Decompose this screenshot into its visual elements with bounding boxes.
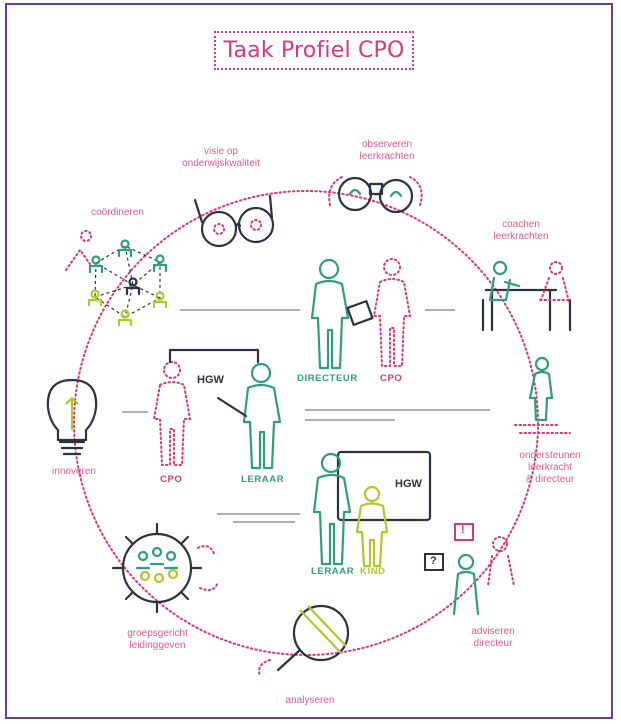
- label-cpo-top: CPO: [380, 373, 403, 384]
- label-innoveren: innoveren: [52, 466, 96, 477]
- directeur-figure: [310, 258, 350, 370]
- lightbulb-icon: [46, 378, 98, 456]
- coaching-icon: [481, 260, 572, 332]
- label-leraar-mid: LERAAR: [241, 474, 285, 485]
- label-hgw-mid: HGW: [197, 374, 224, 386]
- label-adviseren: adviseren directeur: [471, 626, 515, 649]
- label-coachen: coachen leerkrachten: [493, 219, 549, 242]
- leraar-figure-mid: [168, 348, 282, 470]
- cpo-figure-top: [346, 258, 412, 367]
- role-cycle-circle: [73, 190, 539, 656]
- label-hgw-bottom: HGW: [395, 478, 422, 490]
- cpo-figure-left: [152, 361, 192, 466]
- leraar-figure-bottom: [312, 450, 432, 566]
- kind-figure: [355, 485, 389, 568]
- label-coordineren: coördineren: [91, 207, 144, 218]
- label-cpo-left: CPO: [160, 474, 183, 485]
- diagram-title: Taak Profiel CPO: [223, 38, 405, 63]
- label-groepsgericht: groepsgericht leidinggeven: [127, 628, 188, 651]
- label-observeren: observeren leerkrachten: [359, 139, 415, 162]
- connector-line-bottom: [217, 513, 300, 523]
- exclamation-bubble-label: !: [461, 524, 465, 536]
- connector-line-mid: [122, 409, 490, 421]
- support-icon: [514, 356, 571, 434]
- magnifier-icon: [258, 604, 350, 677]
- network-icon: [65, 230, 168, 326]
- title-box: Taak Profiel CPO: [214, 31, 414, 70]
- group-leadership-icon: [111, 522, 219, 614]
- label-ondersteunen: ondersteunen leerkracht & directeur: [519, 450, 581, 485]
- label-analyseren: analyseren: [285, 695, 335, 706]
- binoculars-icon: [328, 176, 423, 214]
- question-bubble-label: ?: [430, 555, 437, 567]
- advise-icon: [424, 523, 515, 616]
- label-visie: visie op onderwijskwaliteit: [182, 146, 260, 169]
- label-kind: KIND: [360, 566, 386, 577]
- glasses-icon: [193, 194, 275, 248]
- label-leraar-bottom: LERAAR: [311, 566, 355, 577]
- diagram-frame: [5, 3, 613, 719]
- label-directeur: DIRECTEUR: [297, 373, 358, 384]
